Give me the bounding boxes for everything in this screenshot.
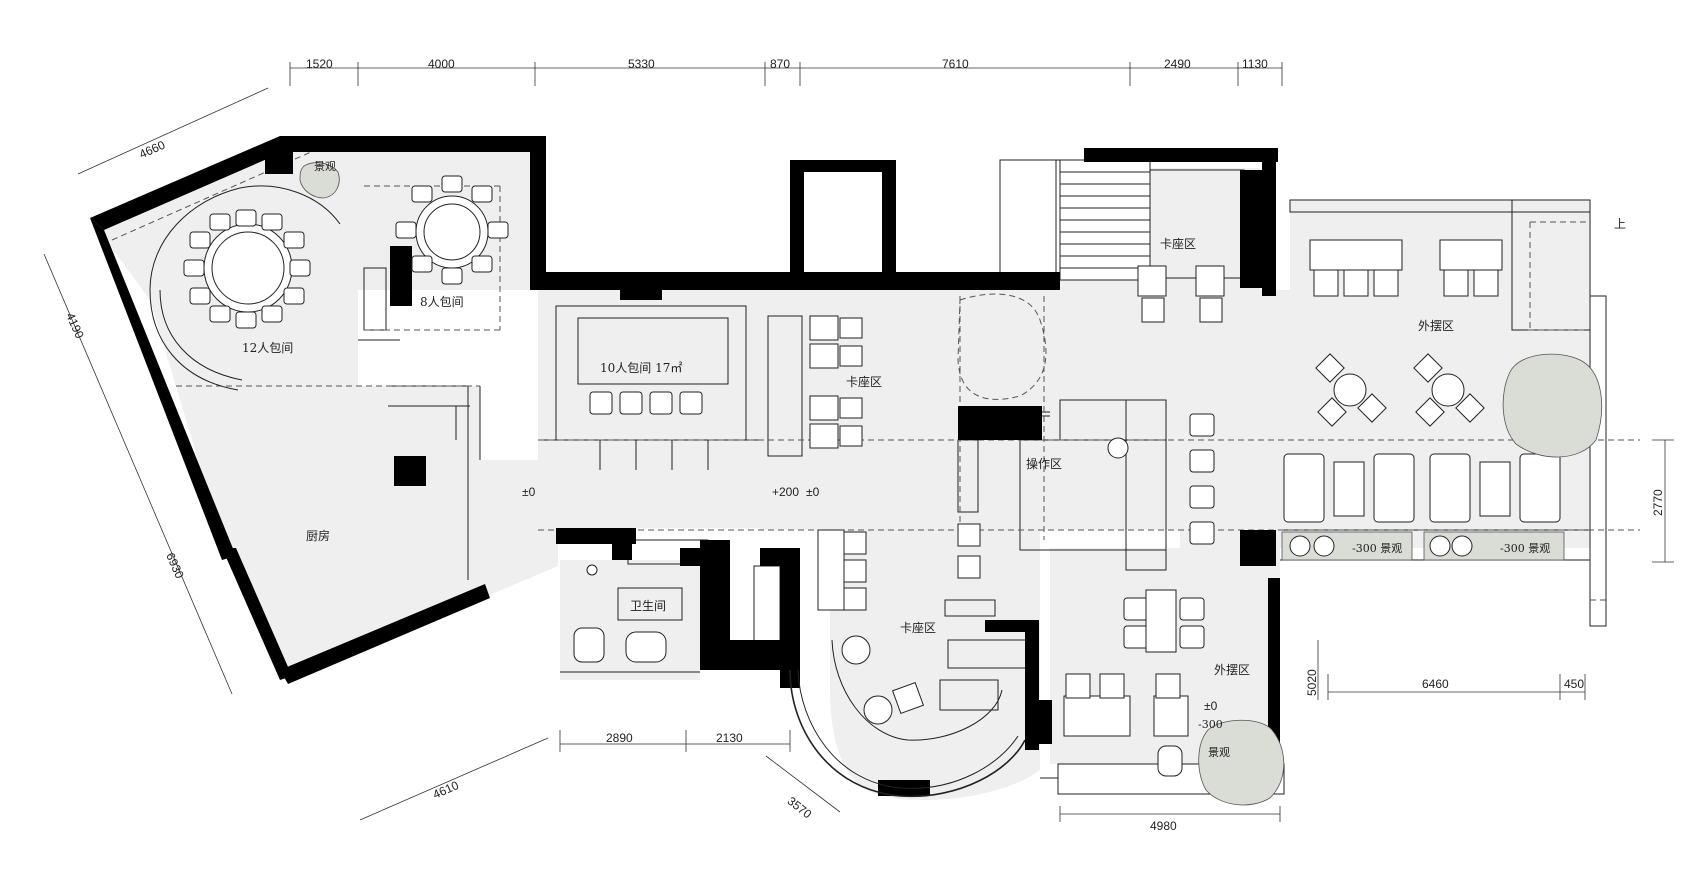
label-outdoor-top: 外摆区 xyxy=(1418,319,1454,333)
dim-top-5: 2490 xyxy=(1164,57,1191,71)
label-kitchen: 厨房 xyxy=(306,528,330,543)
toilet-fixtures xyxy=(573,564,667,663)
label-booth-mid: 卡座区 xyxy=(846,374,882,389)
dim-right-4: 450 xyxy=(1564,677,1584,691)
stair-booth xyxy=(1137,265,1225,323)
walls xyxy=(90,136,1280,796)
room-10-chairs xyxy=(589,391,709,470)
label-room-8: 8人包间 xyxy=(420,295,464,309)
label-landscape-2: -300 景观 xyxy=(1500,542,1550,555)
level-mid-2: ±0 xyxy=(806,485,820,499)
level-mid: +200 xyxy=(772,485,799,499)
label-room-12: 12人包间 xyxy=(242,341,293,355)
outdoor-top-furniture xyxy=(1283,239,1561,523)
dim-top-left-diag: 4660 xyxy=(137,138,167,162)
dim-top-3: 870 xyxy=(770,57,790,71)
label-operation: 操作区 xyxy=(1026,456,1062,471)
label-booth-top: 卡座区 xyxy=(1160,236,1196,251)
outdoor-bottom-furniture xyxy=(1063,673,1189,777)
label-toilet: 卫生间 xyxy=(630,599,666,613)
label-landscape-top: 景观 xyxy=(314,160,336,173)
dim-right-1: 2770 xyxy=(1651,489,1665,516)
dim-left-diag-1: 4190 xyxy=(63,311,87,341)
round-table-12 xyxy=(183,209,311,329)
label-up: 上 xyxy=(1614,217,1626,231)
dim-top-2: 5330 xyxy=(628,57,655,71)
dim-top-1: 4000 xyxy=(428,57,455,71)
dim-bottom-1: 2890 xyxy=(606,731,633,745)
dim-right-3: 6460 xyxy=(1422,677,1449,691)
round-table-8 xyxy=(395,175,509,285)
label-landscape-bottom-2: 景观 xyxy=(1208,746,1230,759)
dim-bottom-left-diag: 4610 xyxy=(431,778,461,802)
landscape-planters xyxy=(299,162,1602,806)
label-booth-bottom: 卡座区 xyxy=(900,620,936,635)
dim-arc: 3570 xyxy=(785,794,815,822)
dim-bottom-2: 2130 xyxy=(716,731,743,745)
room-labels: 12人包间 8人包间 10人包间 17㎡ 厨房 卫生间 操作区 卡座区 卡座区 … xyxy=(242,160,1550,759)
dim-right-2: 5020 xyxy=(1305,669,1319,696)
dim-bottom-right: 4980 xyxy=(1150,819,1177,833)
dashed-lines xyxy=(111,147,1640,601)
label-landscape-bottom: -300 xyxy=(1198,718,1223,731)
booth-seats xyxy=(809,315,981,725)
stairs xyxy=(999,159,1151,281)
bar-stools xyxy=(1107,413,1215,653)
label-landscape-1: -300 景观 xyxy=(1352,542,1402,555)
level-left: ±0 xyxy=(522,485,536,499)
dim-left-diag-2: 6930 xyxy=(163,551,187,581)
label-outdoor-bottom: 外摆区 xyxy=(1214,663,1250,677)
curved-walls xyxy=(149,185,1026,798)
level-bottom: ±0 xyxy=(1204,699,1218,713)
dim-top-0: 1520 xyxy=(306,57,333,71)
dimension-labels: 1520 4000 5330 870 7610 2490 1130 4660 4… xyxy=(63,57,1665,833)
label-room-10: 10人包间 17㎡ xyxy=(600,361,682,375)
level-labels: ±0 +200 ±0 ±0 上 xyxy=(522,217,1626,713)
dimension-lines xyxy=(43,62,1674,822)
dim-top-4: 7610 xyxy=(942,57,969,71)
dim-top-6: 1130 xyxy=(1242,57,1268,71)
